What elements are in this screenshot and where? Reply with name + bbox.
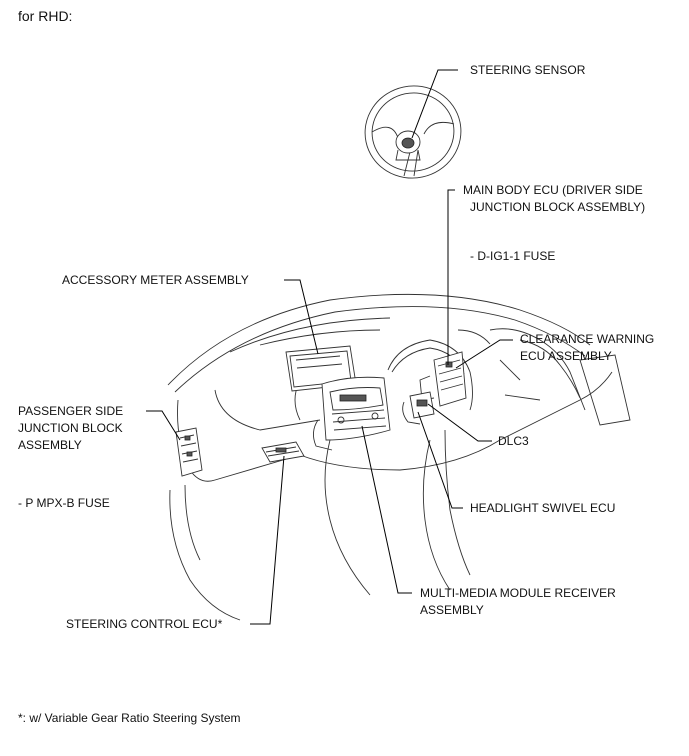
leader-lines <box>146 69 513 625</box>
main-body-ecu-drawing <box>419 351 467 407</box>
footnote: *: w/ Variable Gear Ratio Steering Syste… <box>18 711 241 725</box>
label-multimedia-line1: MULTI-MEDIA MODULE RECEIVER <box>420 586 616 600</box>
page-title: for RHD: <box>18 8 73 24</box>
label-headlight-swivel: HEADLIGHT SWIVEL ECU <box>470 501 616 515</box>
passenger-junction-block-drawing <box>175 427 203 477</box>
steering-wheel-drawing <box>364 85 462 179</box>
steering-control-ecu-drawing <box>261 441 305 463</box>
label-clearance-warning-line2: ECU ASSEMBLY <box>520 349 612 363</box>
label-steering-control-ecu: STEERING CONTROL ECU* <box>66 617 223 631</box>
label-multimedia-line2: ASSEMBLY <box>420 603 484 617</box>
multimedia-receiver-drawing <box>313 376 391 451</box>
label-passenger-jb-line3: ASSEMBLY <box>18 438 82 452</box>
label-d-ig1-fuse: - D-IG1-1 FUSE <box>470 249 556 263</box>
label-clearance-warning-line1: CLEARANCE WARNING <box>520 332 655 346</box>
label-p-mpx-b-fuse: - P MPX-B FUSE <box>18 496 110 510</box>
label-main-body-ecu-line2: JUNCTION BLOCK ASSEMBLY) <box>470 200 646 214</box>
label-passenger-jb-line1: PASSENGER SIDE <box>18 404 124 418</box>
label-accessory-meter: ACCESSORY METER ASSEMBLY <box>62 273 249 287</box>
label-steering-sensor: STEERING SENSOR <box>470 63 586 77</box>
dlc3-drawing <box>402 391 435 425</box>
label-passenger-jb-line2: JUNCTION BLOCK <box>18 421 123 435</box>
label-dlc3: DLC3 <box>498 434 529 448</box>
label-main-body-ecu-line1: MAIN BODY ECU (DRIVER SIDE <box>463 183 643 197</box>
